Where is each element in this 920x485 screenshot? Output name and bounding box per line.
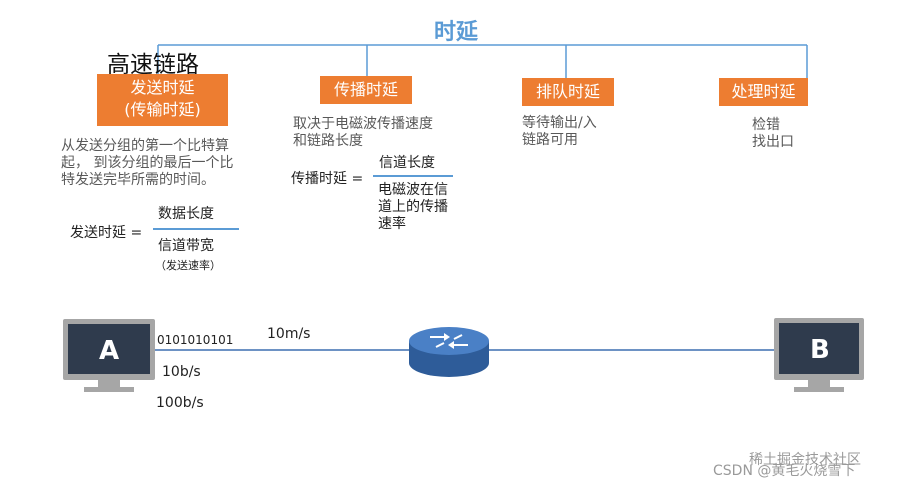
category-queuing-delay: 排队时延: [522, 78, 614, 106]
description-line: 链路可用: [522, 132, 578, 148]
description-line: 检错: [752, 117, 780, 133]
host-b-monitor-icon: [774, 318, 864, 392]
rate-label-1: 10b/s: [162, 364, 201, 380]
description-line: 和链路长度: [293, 133, 363, 149]
host-a-label: A: [99, 336, 120, 366]
propagation-fraction-bar: [373, 175, 453, 177]
description-line: 从发送分组的第一个比特算: [61, 138, 229, 154]
high-speed-link-heading: 高速链路: [107, 52, 199, 78]
description-line: 起， 到该分组的最后一个比: [61, 155, 234, 171]
processing-description: 检错 找出口: [752, 117, 832, 151]
watermark-overlay: 稀土掘金技术社区: [749, 452, 861, 468]
category-propagation-delay: 传播时延: [320, 76, 412, 104]
denominator-line: 道上的传播: [378, 199, 448, 215]
transmission-formula-numerator: 数据长度: [158, 206, 214, 222]
category-label-line: 发送时延: [130, 78, 195, 97]
transmission-formula-denominator: 信道带宽: [158, 238, 214, 254]
description-line: 找出口: [752, 134, 794, 150]
category-processing-delay: 处理时延: [719, 78, 808, 106]
watermark: CSDN @黄毛火烧雪下: [713, 463, 856, 479]
denominator-line: 电磁波在信: [378, 182, 448, 198]
description-line: 取决于电磁波传播速度: [293, 116, 433, 132]
diagram-title: 时延: [433, 20, 478, 45]
propagation-formula-lhs: 传播时延 =: [291, 171, 364, 187]
transmission-formula-lhs: 发送时延 =: [70, 225, 143, 241]
transmission-formula-note: （发送速率）: [155, 259, 221, 272]
queuing-description: 等待输出/入 链路可用: [522, 115, 632, 149]
bit-stream-label: 0101010101: [157, 333, 234, 347]
denominator-line: 速率: [378, 216, 406, 232]
description-line: 等待输出/入: [522, 115, 597, 131]
host-a-monitor-icon: [63, 319, 155, 392]
host-b-label: B: [810, 335, 830, 365]
router-icon: [409, 327, 489, 377]
description-line: 特发送完毕所需的时间。: [61, 172, 215, 188]
propagation-formula-numerator: 信道长度: [379, 155, 435, 171]
category-transmission-delay: 发送时延 (传输时延): [97, 74, 228, 126]
propagation-formula-denominator: 电磁波在信 道上的传播 速率: [378, 182, 448, 233]
transmission-description: 从发送分组的第一个比特算 起， 到该分组的最后一个比 特发送完毕所需的时间。: [61, 138, 271, 189]
transmission-fraction-bar: [153, 228, 239, 230]
propagation-description: 取决于电磁波传播速度 和链路长度: [293, 116, 483, 150]
rate-label-2: 100b/s: [156, 395, 204, 411]
propagation-speed-label: 10m/s: [267, 326, 311, 342]
category-label-line: (传输时延): [124, 100, 201, 119]
